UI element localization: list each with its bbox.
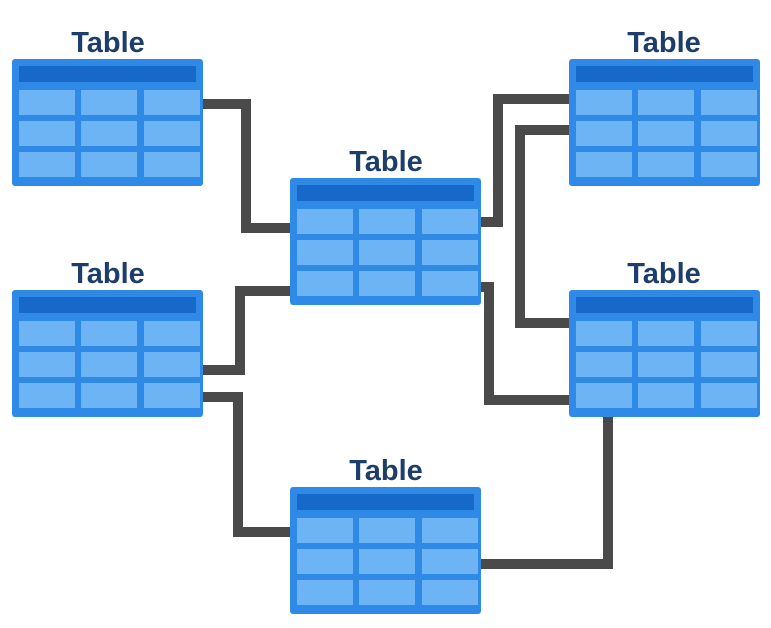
table-cell [701,121,757,146]
table-bottom-center: Table [290,455,481,614]
table-label: Table [627,27,701,59]
table-cell [359,240,415,265]
table-label: Table [71,27,145,59]
table-cell [19,90,75,115]
table-cell [144,321,200,346]
table-cell [297,240,353,265]
table-cell [638,321,694,346]
table-cell [701,383,757,408]
table-cell [576,352,632,377]
table-cell [297,518,353,543]
table-header-bar [297,185,474,201]
table-cell [422,209,478,234]
table-cell [297,549,353,574]
connector-middle-left-to-bottom-center [200,392,294,537]
table-cell [19,383,75,408]
connector-top-left-to-center [200,99,294,233]
table-label: Table [349,146,423,178]
table-top-right: Table [569,27,760,186]
table-cell [359,518,415,543]
table-cell [701,152,757,177]
table-cell [359,549,415,574]
table-cell [576,383,632,408]
table-cell [422,518,478,543]
table-cell [359,209,415,234]
table-header-bar [576,66,753,82]
table-cell [638,152,694,177]
connector-center-to-top-right [476,94,574,227]
table-cell [422,580,478,605]
table-cell [144,152,200,177]
table-cell [359,580,415,605]
table-label: Table [627,258,701,290]
table-header-bar [19,66,196,82]
table-cell [144,121,200,146]
table-cell [297,271,353,296]
table-cell [144,383,200,408]
table-top-left: Table [12,27,203,186]
table-header-bar [576,297,753,313]
table-cell [144,352,200,377]
table-cell [144,90,200,115]
table-cell [81,152,137,177]
table-cell [422,240,478,265]
connector-bottom-center-to-middle-right [476,413,613,569]
table-label: Table [349,455,423,487]
table-cell [297,209,353,234]
table-cell [638,90,694,115]
table-cell [576,121,632,146]
table-cell [81,321,137,346]
table-header-bar [297,494,474,510]
table-cell [638,121,694,146]
connector-layer [200,94,613,569]
table-cell [422,549,478,574]
table-cell [701,352,757,377]
table-cell [81,90,137,115]
table-cell [81,383,137,408]
table-cell [576,90,632,115]
table-cell [19,152,75,177]
table-header-bar [19,297,196,313]
table-center: Table [290,146,481,305]
table-cell [638,383,694,408]
table-cell [701,321,757,346]
connector-top-right-to-middle-right [515,125,574,328]
connector-center-to-middle-right [476,282,574,405]
table-middle-right: Table [569,258,760,417]
table-cell [19,121,75,146]
table-cell [576,152,632,177]
table-cell [81,352,137,377]
table-cell [701,90,757,115]
connector-middle-left-to-center [200,286,294,375]
table-middle-left: Table [12,258,203,417]
table-cell [81,121,137,146]
table-label: Table [71,258,145,290]
table-cell [359,271,415,296]
table-cell [19,352,75,377]
table-cell [638,352,694,377]
table-cell [19,321,75,346]
table-cell [576,321,632,346]
table-cell [297,580,353,605]
table-cell [422,271,478,296]
